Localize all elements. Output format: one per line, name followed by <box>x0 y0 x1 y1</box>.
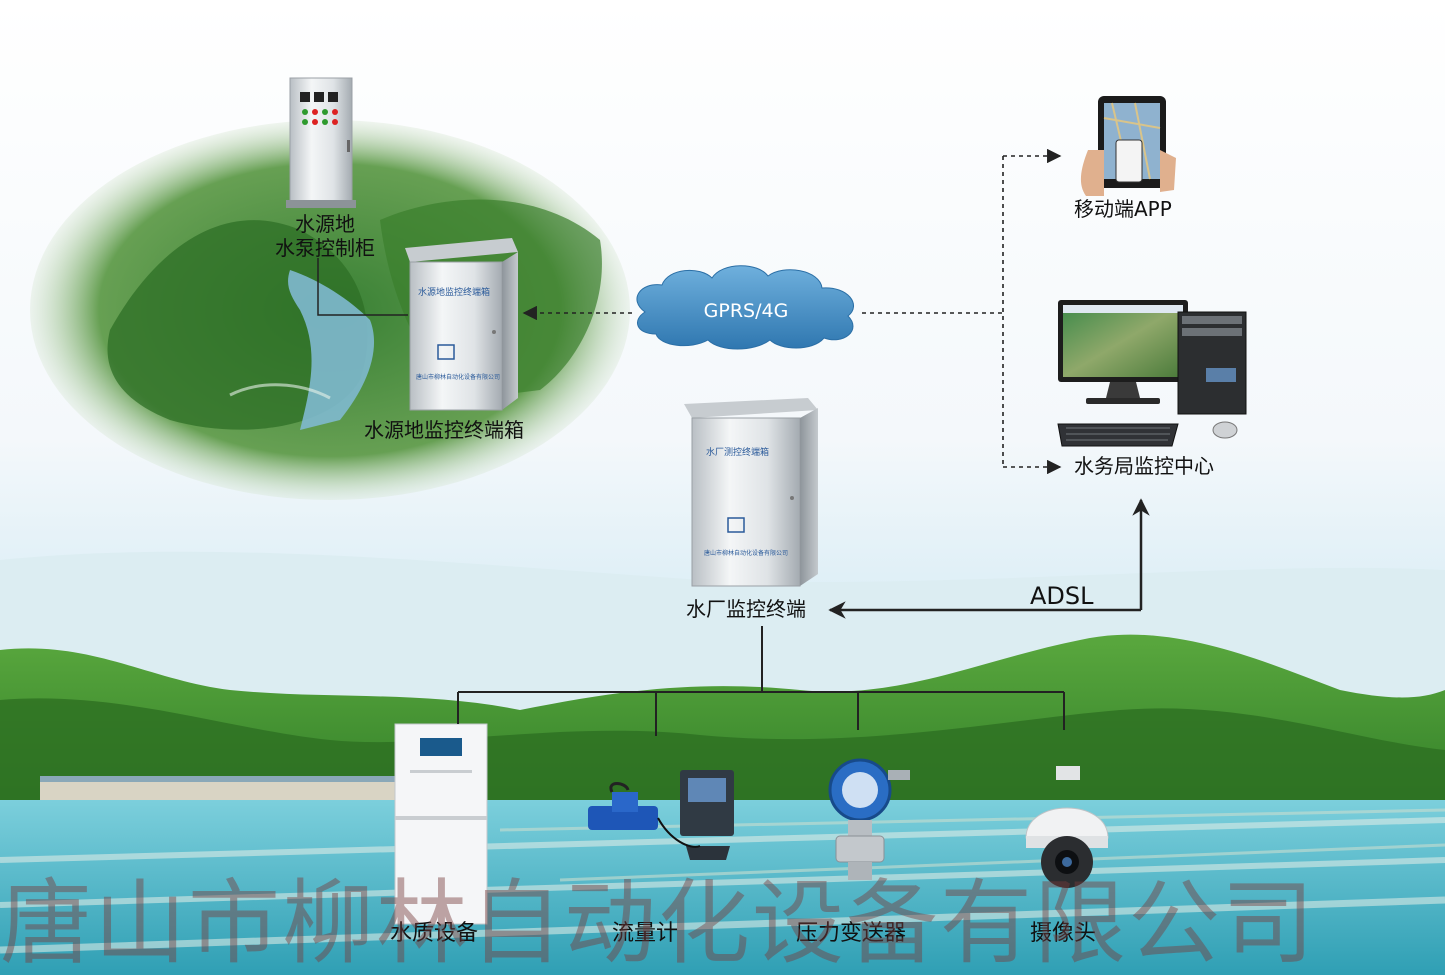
gprs-cloud <box>636 265 854 350</box>
plant-terminal-panel-company: 唐山市柳林自动化设备有限公司 <box>704 550 789 557</box>
gprs-cloud-label: GPRS/4G <box>703 300 789 322</box>
pump-cabinet-label-line1: 水源地 <box>295 212 355 236</box>
pressure-transmitter-device <box>828 758 910 880</box>
pump-control-cabinet <box>286 77 356 208</box>
monitor-center-label: 水务局监控中心 <box>1074 454 1214 478</box>
flow-meter-device <box>588 770 734 860</box>
device-label-pressure-transmitter: 压力变送器 <box>796 921 907 946</box>
dome-camera-device <box>1025 766 1109 888</box>
pump-cabinet-label-line2: 水泵控制柜 <box>275 236 375 260</box>
plant-terminal-panel-title: 水厂测控终端箱 <box>706 448 770 458</box>
plant-terminal-box <box>684 398 818 587</box>
device-label-camera: 摄像头 <box>1030 921 1097 946</box>
plant-terminal-label: 水厂监控终端 <box>686 597 806 621</box>
adsl-label: ADSL <box>1030 582 1094 610</box>
source-terminal-box <box>405 238 518 411</box>
connection-lines <box>317 148 1150 736</box>
device-label-water-quality: 水质设备 <box>390 921 479 946</box>
source-terminal-panel-title: 水源地监控终端箱 <box>418 288 491 298</box>
mobile-app-label: 移动端APP <box>1074 197 1172 221</box>
tablet-device <box>1080 96 1176 196</box>
company-watermark: 唐山市柳林自动化设备有限公司 <box>0 872 1317 975</box>
water-quality-cabinet <box>394 723 488 925</box>
desktop-computer <box>1057 300 1247 447</box>
source-terminal-panel-company: 唐山市柳林自动化设备有限公司 <box>416 374 501 381</box>
device-label-flow-meter: 流量计 <box>612 921 679 946</box>
source-terminal-label: 水源地监控终端箱 <box>364 418 524 442</box>
